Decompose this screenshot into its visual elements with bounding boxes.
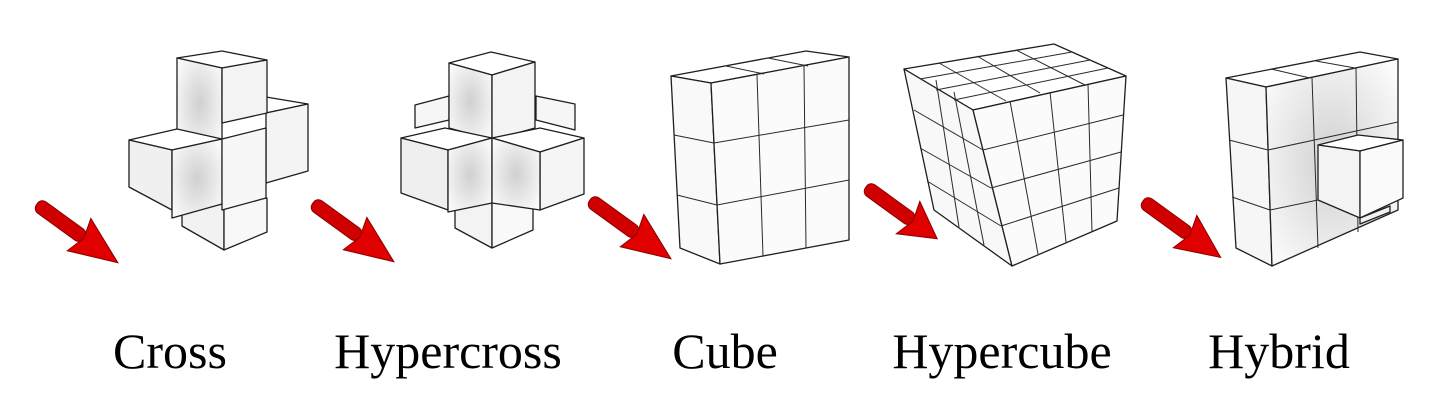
hypercube-shape	[903, 43, 1127, 267]
label-hypercube: Hypercube	[892, 323, 1112, 379]
label-hybrid: Hybrid	[1208, 323, 1350, 379]
arrow-icon	[1140, 197, 1222, 259]
cross-shape	[128, 50, 309, 251]
hypercross-shape	[400, 51, 585, 249]
arrow-icon	[34, 200, 119, 264]
arrow-icon	[863, 183, 939, 240]
label-cube: Cube	[672, 323, 778, 379]
hybrid-shape	[1225, 51, 1404, 267]
label-hypercross: Hypercross	[334, 323, 562, 379]
label-cross: Cross	[113, 323, 227, 379]
arrow-icon	[310, 199, 395, 263]
cube-shape	[670, 50, 850, 265]
arrow-icon	[587, 196, 672, 260]
